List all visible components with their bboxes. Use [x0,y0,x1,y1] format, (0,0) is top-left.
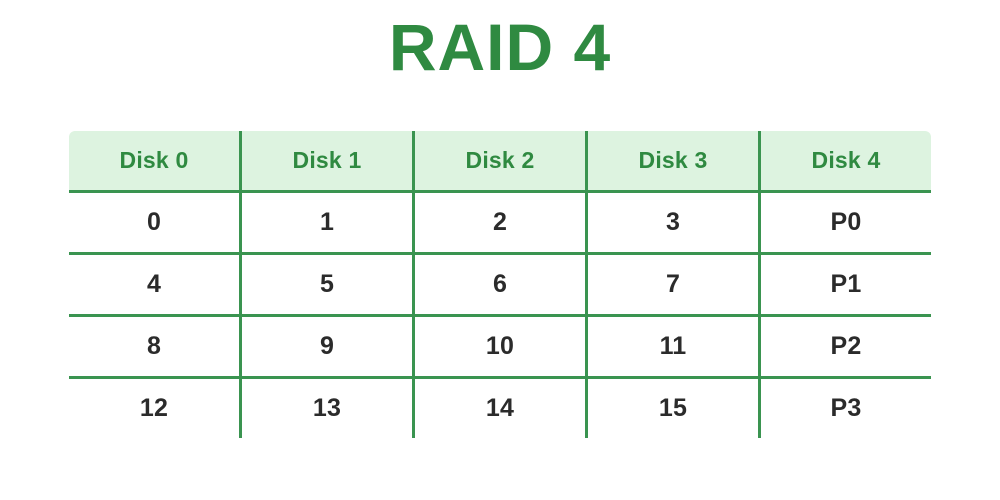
cell-block: 12 [69,376,242,438]
table-body: 0 1 2 3 P0 4 5 6 7 P1 8 9 10 11 [69,190,931,438]
cell-parity-block: P2 [758,314,931,379]
cell-block: 2 [412,190,588,255]
column-header-disk-3: Disk 3 [585,131,761,193]
cell-block: 0 [69,190,242,255]
cell-block: 8 [69,314,242,379]
table-row: 4 5 6 7 P1 [69,252,931,317]
cell-block: 9 [239,314,415,379]
cell-block: 4 [69,252,242,317]
page-title: RAID 4 [388,10,612,84]
cell-block: 5 [239,252,415,317]
cell-block: 6 [412,252,588,317]
table-header-row: Disk 0 Disk 1 Disk 2 Disk 3 Disk 4 [69,131,931,193]
table-row: 0 1 2 3 P0 [69,190,931,255]
cell-block: 13 [239,376,415,438]
column-header-disk-0: Disk 0 [69,131,242,193]
cell-block: 3 [585,190,761,255]
column-header-disk-1: Disk 1 [239,131,415,193]
table-row: 8 9 10 11 P2 [69,314,931,379]
cell-parity-block: P3 [758,376,931,438]
cell-block: 14 [412,376,588,438]
column-header-disk-2: Disk 2 [412,131,588,193]
table-header: Disk 0 Disk 1 Disk 2 Disk 3 Disk 4 [69,131,931,193]
cell-block: 11 [585,314,761,379]
cell-block: 7 [585,252,761,317]
raid-layout-table: Disk 0 Disk 1 Disk 2 Disk 3 Disk 4 0 1 2… [66,128,934,441]
cell-parity-block: P1 [758,252,931,317]
cell-block: 1 [239,190,415,255]
table-row: 12 13 14 15 P3 [69,376,931,438]
cell-block: 15 [585,376,761,438]
raid-table-container: Disk 0 Disk 1 Disk 2 Disk 3 Disk 4 0 1 2… [66,128,934,441]
column-header-disk-4: Disk 4 [758,131,931,193]
cell-block: 10 [412,314,588,379]
cell-parity-block: P0 [758,190,931,255]
